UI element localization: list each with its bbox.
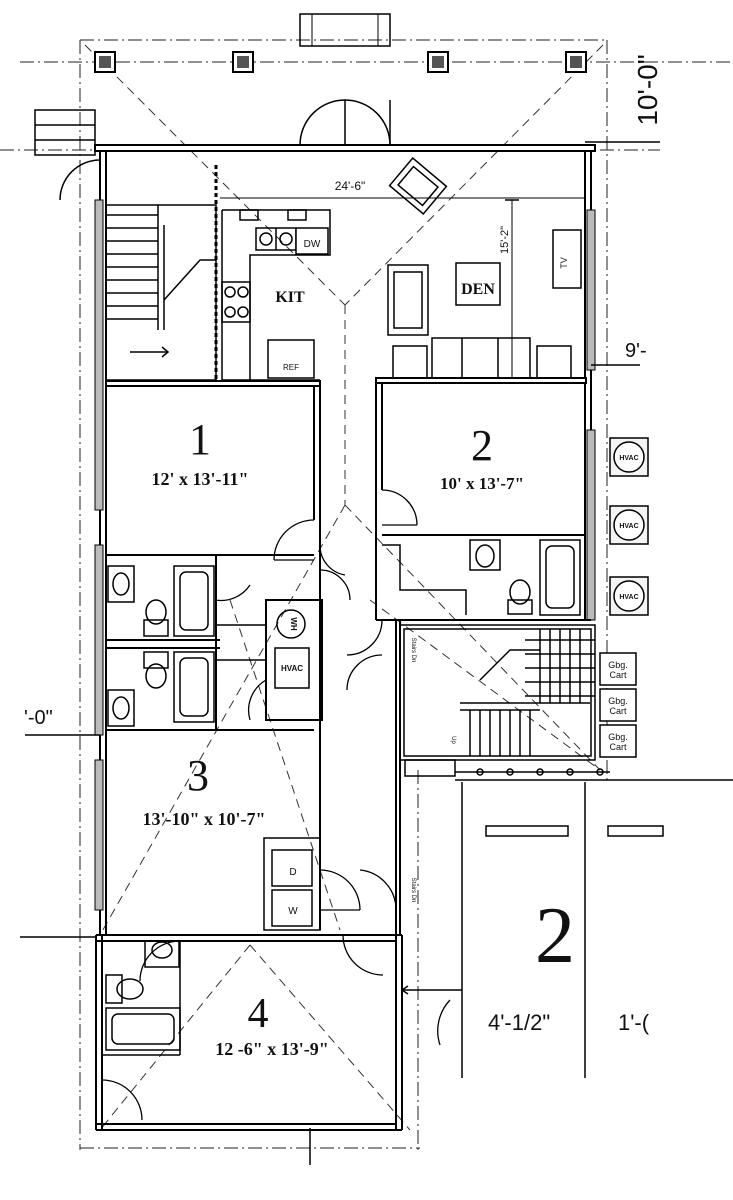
dimension-top-right: 10'-0" (632, 54, 663, 125)
bedroom-2-size: 10' x 13'-7" (440, 474, 524, 493)
bedroom-3-number: 3 (187, 751, 209, 800)
parking-area (400, 779, 733, 1078)
dimension-lower-right-b: 1'-( (618, 1010, 650, 1035)
bedroom-2-number: 2 (471, 421, 493, 470)
den-depth-dimension: 15'-2" (499, 226, 511, 254)
porch-columns (94, 13, 587, 73)
dryer-label: D (289, 867, 296, 878)
dimension-right-mid: 9'- (625, 340, 647, 362)
bedroom-3-size: 13'-10" x 10'-7" (143, 809, 266, 829)
hvac-outdoor-label-1: HVAC (619, 455, 638, 462)
laundry-closet (263, 837, 321, 931)
garbage-cart-label-1: Gbg.Cart (608, 660, 628, 680)
exterior-walls (94, 144, 596, 1131)
hvac-outdoor-label-3: HVAC (619, 594, 638, 601)
stair-upper (105, 165, 218, 381)
door-swings (101, 489, 451, 1121)
bath-fixtures-1-3 (107, 565, 266, 727)
dimension-ticks (20, 141, 660, 1165)
dishwasher-label: DW (304, 239, 321, 250)
water-heater-label: WH (289, 617, 298, 631)
stair-up-label: Up (450, 736, 456, 744)
stair-lower (399, 624, 610, 777)
garbage-cart-label-2: Gbg.Cart (608, 696, 628, 716)
front-doors (299, 99, 391, 146)
refrigerator-label: REF (283, 363, 299, 372)
bath-fixtures-2 (382, 539, 581, 616)
washer-label: W (288, 906, 298, 917)
dimension-lower-right-a: 4'-1/2" (488, 1010, 550, 1035)
dimension-left-mid: '-0" (24, 707, 53, 729)
interior-walls (105, 377, 591, 930)
hvac-outdoor-units (609, 437, 649, 616)
hvac-outdoor-label-2: HVAC (619, 523, 638, 530)
bedroom-1-number: 1 (189, 415, 211, 464)
bedroom-4-number: 4 (248, 991, 269, 1037)
stair-note-upper: Stairs Dn (410, 638, 416, 663)
bedroom-4-size: 12 -6" x 13'-9" (215, 1039, 328, 1059)
garbage-cart-label-3: Gbg.Cart (608, 732, 628, 752)
entry-stoop (34, 109, 101, 201)
hvac-unit-label: HVAC (281, 664, 303, 673)
den-width-dimension: 24'-6" (335, 179, 366, 193)
tv-label: TV (559, 257, 569, 269)
garbage-cart-boxes (599, 652, 637, 758)
den-furniture (220, 157, 585, 380)
den-label: DEN (461, 281, 495, 298)
bedroom-1-size: 12' x 13'-11" (152, 469, 249, 489)
kitchen-label: KIT (275, 289, 305, 306)
parking-space-number: 2 (535, 892, 575, 980)
stair-note-lower: Stairs Dn (410, 878, 416, 903)
mechanical-closet (274, 609, 310, 689)
dishwasher-box (295, 227, 329, 255)
bath-fixtures-4 (102, 940, 181, 1056)
